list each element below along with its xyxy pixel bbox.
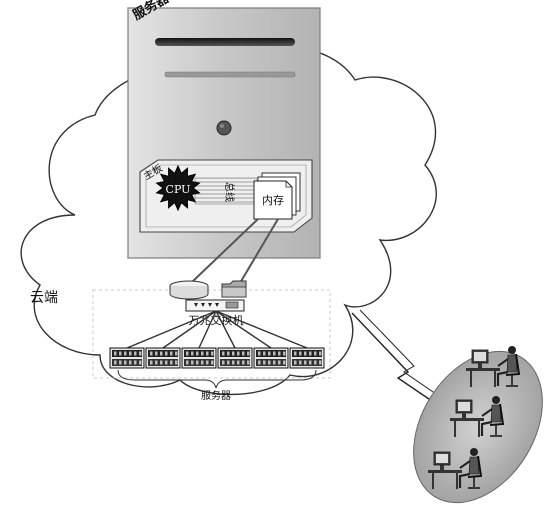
bus-lines [194, 177, 258, 205]
drive-slot [155, 38, 295, 46]
rack-server-unit [217, 347, 253, 369]
cpu-label: CPU [166, 183, 191, 196]
storage-drive-icon [169, 280, 209, 300]
power-button [216, 120, 232, 136]
switch-fanout-links [126, 310, 308, 349]
rack-server-unit [289, 347, 325, 369]
terminal-users [428, 346, 521, 489]
switch-to-server-link [215, 310, 272, 349]
drive-slot [164, 71, 296, 78]
switch-to-server-link [126, 310, 217, 349]
rack-server-unit [109, 347, 145, 369]
switch-to-server-link [162, 310, 217, 349]
lightning-link-icon [351, 312, 449, 413]
user-workstation-icon [450, 396, 505, 437]
cloud-inner-region [92, 289, 331, 379]
memory-module-icon [253, 172, 301, 220]
server-rack [109, 347, 325, 369]
user-workstation-icon [466, 346, 521, 387]
network-switch-icon [185, 299, 245, 312]
rack-server-unit [181, 347, 217, 369]
switch-to-server-link [198, 310, 217, 349]
memory-label: 内存 [262, 193, 284, 207]
server-rack-label: 服务器 [201, 389, 231, 402]
rack-server-unit [253, 347, 289, 369]
folder-icon [221, 280, 247, 298]
cloud-label: 云端 [30, 290, 58, 306]
memory-to-folder-link [239, 218, 279, 284]
rack-brace [117, 369, 317, 389]
cpu-chip-icon [155, 164, 201, 212]
memory-to-storage-link [191, 218, 259, 283]
rack-server-unit [145, 347, 181, 369]
switch-to-server-link [215, 310, 236, 349]
bus-label: 总线 [223, 182, 236, 202]
switch-to-server-link [215, 310, 308, 349]
user-workstation-icon [428, 448, 483, 489]
